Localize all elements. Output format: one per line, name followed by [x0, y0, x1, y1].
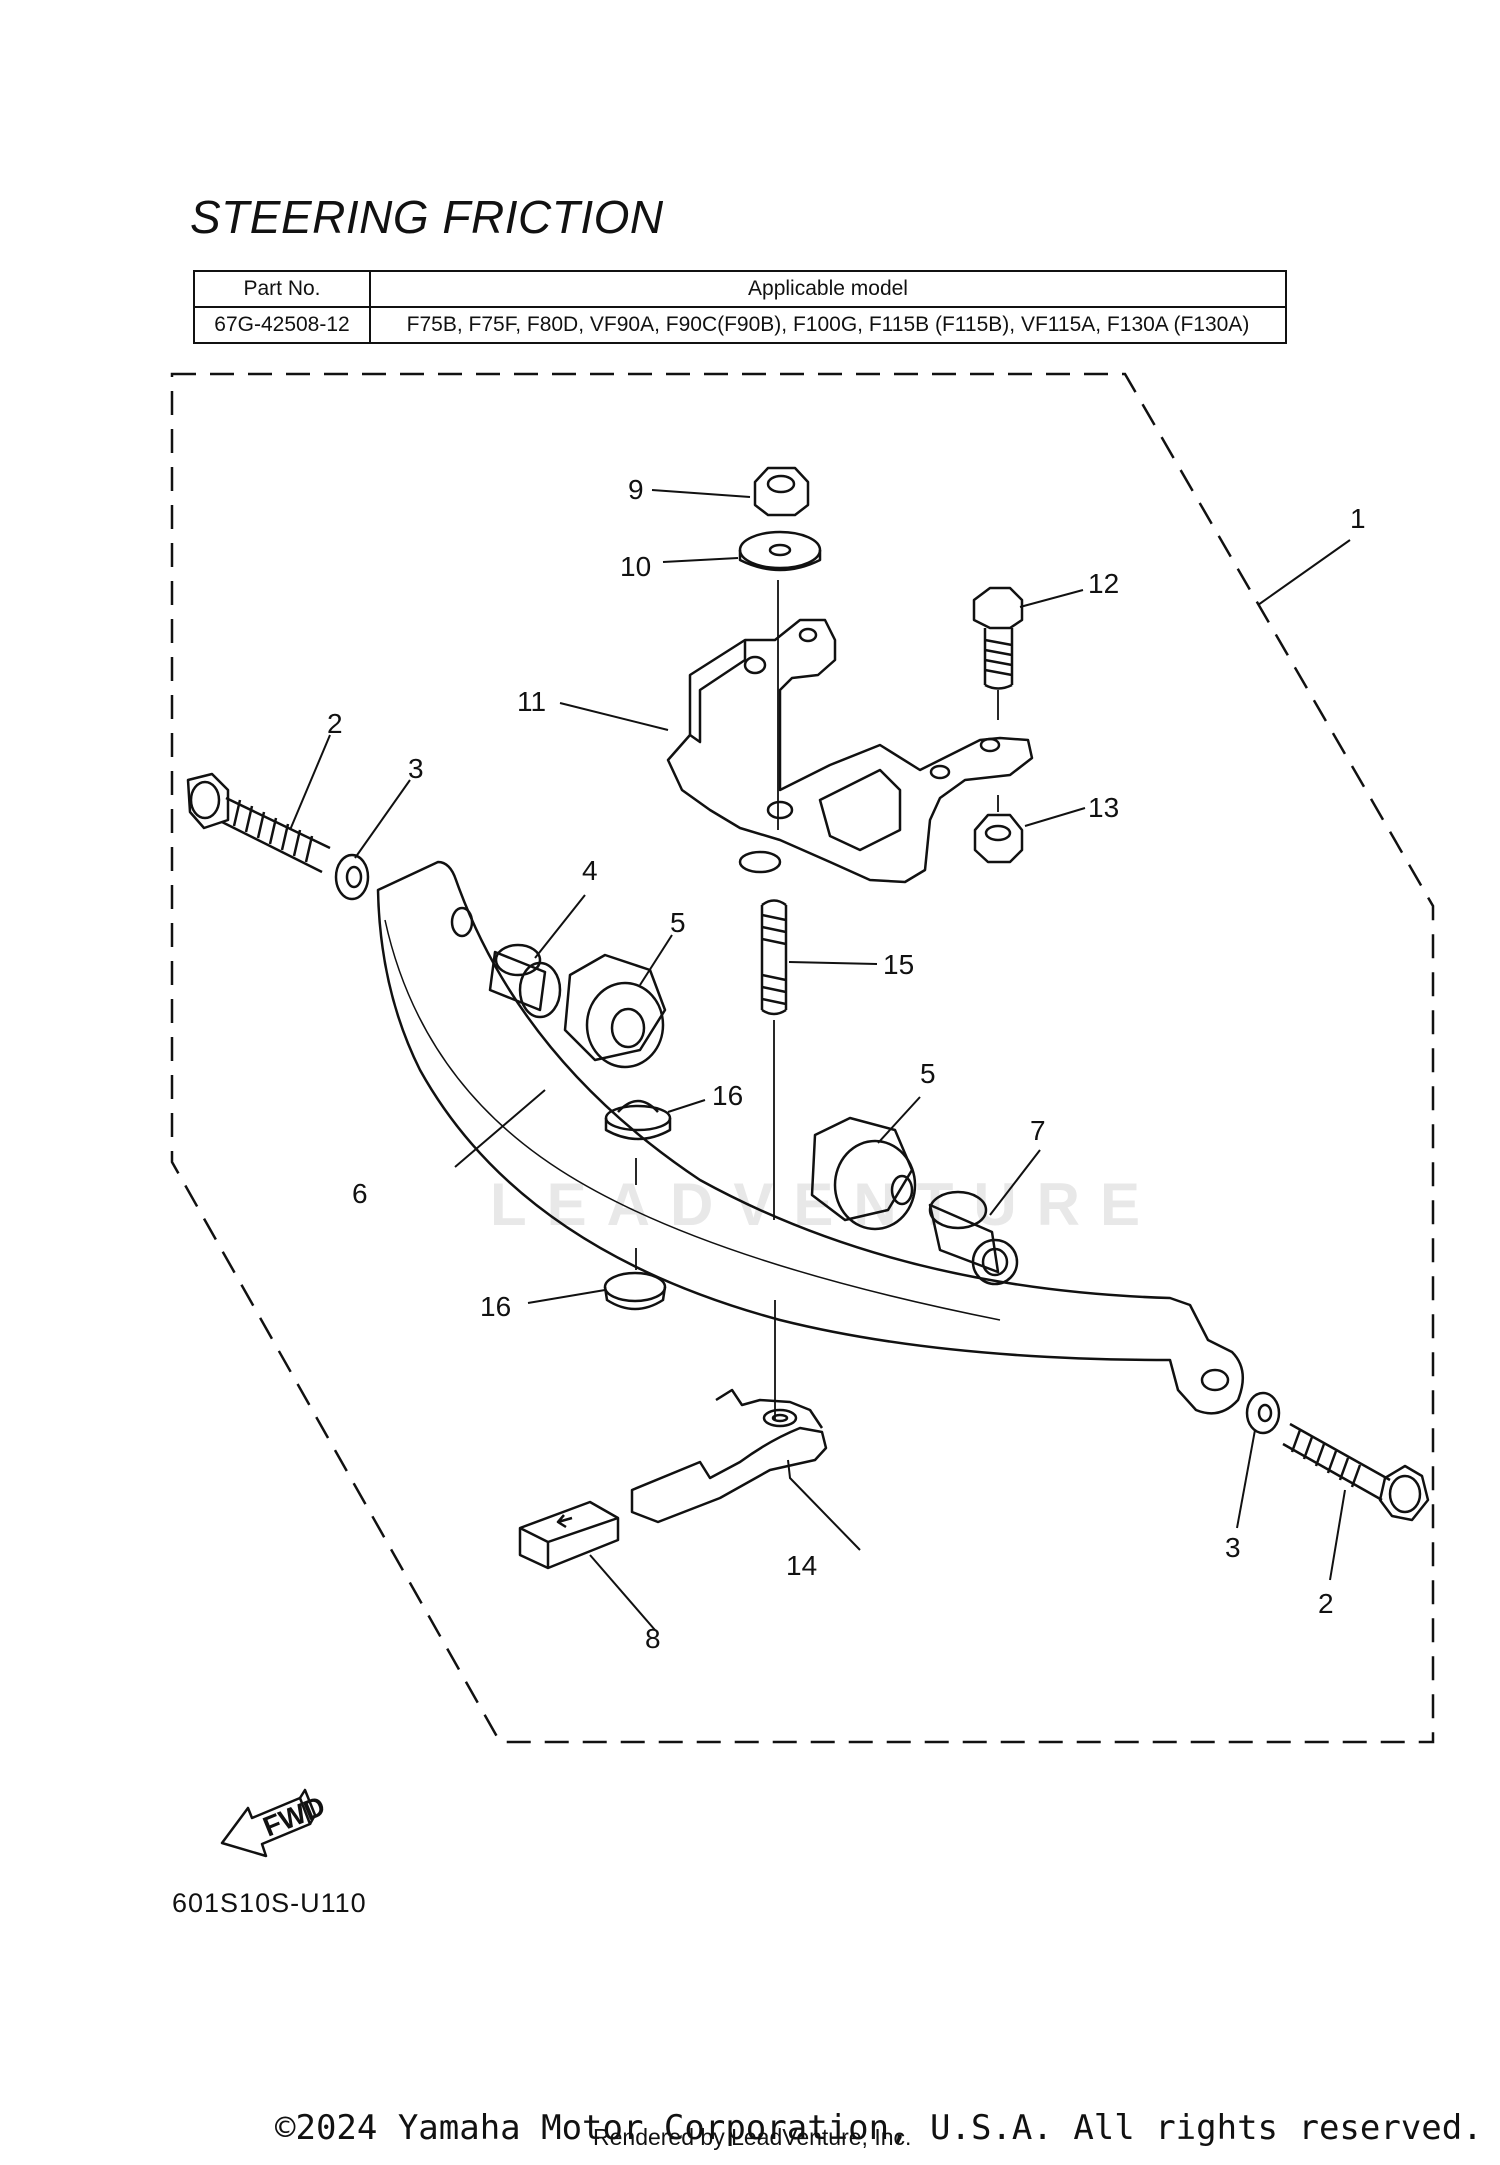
- callout-3: 3: [408, 753, 424, 784]
- plate-14: [630, 1388, 828, 1524]
- callout-2b: 2: [1318, 1588, 1334, 1619]
- nut-13: [973, 813, 1024, 864]
- rendered-by-note: Rendered by LeadVenture, Inc.: [593, 2124, 912, 2150]
- washer-left: [334, 853, 370, 901]
- assembly-boundary: [170, 372, 1435, 1744]
- fwd-arrow-icon: [220, 1788, 317, 1858]
- callout-8: 8: [645, 1623, 661, 1654]
- bolt-left: [186, 772, 331, 874]
- stud-15: [760, 899, 788, 1016]
- page-title: STEERING FRICTION: [190, 191, 664, 243]
- cell-part-number: 67G-42508-12: [193, 306, 371, 344]
- copyright-notice: ©2024 Yamaha Motor Corporation, U.S.A. A…: [275, 2108, 1483, 2148]
- cap-lower: [603, 1271, 667, 1311]
- nut-right: [810, 1116, 917, 1231]
- callout-16b: 16: [480, 1291, 511, 1322]
- watermark: LEADVENTURE: [490, 1171, 1161, 1238]
- callout-9: 9: [628, 474, 644, 505]
- applicable-model-table: Part No. Applicable model 67G-42508-12 F…: [193, 270, 1287, 344]
- cell-models: F75B, F75F, F80D, VF90A, F90C(F90B), F10…: [369, 306, 1287, 344]
- callout-16: 16: [712, 1080, 743, 1111]
- collar-7: [928, 1190, 1019, 1286]
- nut-left: [563, 953, 667, 1069]
- callout-3b: 3: [1225, 1532, 1241, 1563]
- assembly-axis: [635, 580, 999, 1420]
- fwd-label: FWD: [259, 1790, 330, 1843]
- callout-7: 7: [1030, 1115, 1046, 1146]
- cap-upper: [604, 1099, 672, 1141]
- callout-15: 15: [883, 949, 914, 980]
- callout-2: 2: [327, 708, 343, 739]
- steering-friction-rod: [376, 860, 1245, 1415]
- callout-11: 11: [517, 686, 546, 717]
- callout-10: 10: [620, 551, 651, 582]
- rubber-block-8: [518, 1500, 620, 1570]
- washer-10: [738, 530, 822, 572]
- bolt-right: [1282, 1422, 1430, 1522]
- callout-6: 6: [352, 1178, 368, 1209]
- table-row: 67G-42508-12 F75B, F75F, F80D, VF90A, F9…: [193, 306, 1287, 344]
- nut-9: [753, 466, 810, 517]
- callout-5b: 5: [920, 1058, 936, 1089]
- diagram-code: 601S10S-U110: [172, 1888, 367, 1918]
- callout-4: 4: [582, 855, 598, 886]
- washer-right: [1245, 1391, 1281, 1435]
- callout-12: 12: [1088, 568, 1119, 599]
- header-applicable-model: Applicable model: [369, 270, 1287, 308]
- bracket-11: [666, 618, 1034, 884]
- collar-4: [488, 943, 562, 1019]
- callout-13: 13: [1088, 792, 1119, 823]
- callout-14: 14: [786, 1550, 817, 1581]
- header-part-no: Part No.: [193, 270, 371, 308]
- callout-5: 5: [670, 907, 686, 938]
- callout-1: 1: [1350, 503, 1366, 534]
- callout-numbers: 1 2 3 4 5 6 7 8 9 10 11 12 13 14 15 16 5…: [327, 474, 1366, 1654]
- bolt-12: [972, 586, 1024, 690]
- table-header-row: Part No. Applicable model: [193, 270, 1287, 308]
